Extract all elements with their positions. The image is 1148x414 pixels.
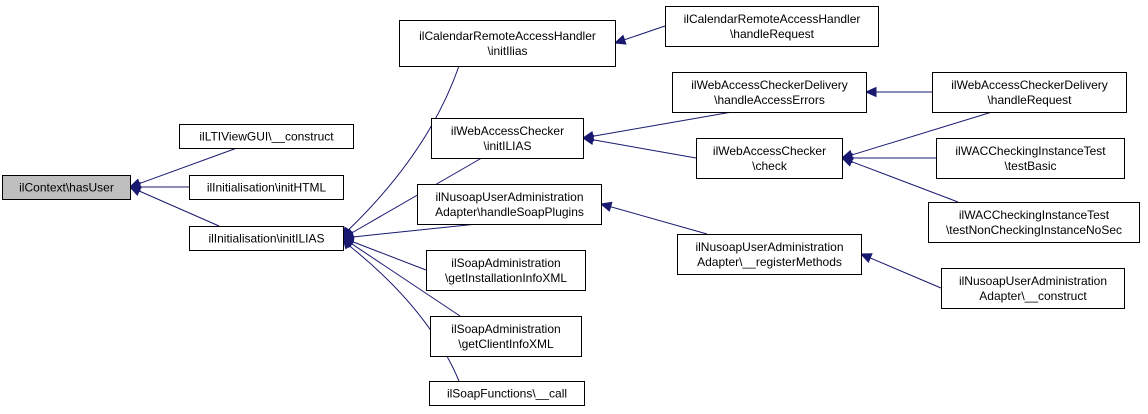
node-label-line: ilNusoapUserAdministration — [959, 274, 1107, 288]
node-testNonChecking[interactable]: ilWACCheckingInstanceTest\testNonCheckin… — [928, 202, 1140, 243]
edge-calInitIlias-to-initILIAS — [348, 65, 460, 231]
node-hasUser[interactable]: ilContext\hasUser — [2, 175, 131, 200]
node-label-line: ilNusoapUserAdministration — [435, 190, 583, 204]
edge-wacInitILIAS-to-initILIAS — [351, 157, 482, 234]
edge-initILIAS-to-hasUser — [138, 190, 220, 227]
edge-soapInstallInfo-to-initILIAS — [352, 241, 427, 271]
node-label-line: \testBasic — [1004, 159, 1056, 173]
node-label-line: ilInitialisation\initHTML — [207, 181, 327, 195]
arrowhead-wacdHandleAccessErrors — [864, 86, 877, 98]
edge-calHandleRequest-to-calInitIlias — [624, 25, 666, 41]
node-box — [928, 202, 1140, 243]
node-label-line: \initILIAS — [483, 139, 531, 153]
edge-soapCall-to-initILIAS — [348, 245, 460, 382]
node-box — [399, 20, 616, 67]
node-box — [189, 226, 344, 251]
node-ltiConstruct[interactable]: ilLTIViewGUI\__construct — [179, 124, 354, 149]
node-box — [672, 72, 867, 113]
node-label-line: ilSoapAdministration — [451, 322, 560, 336]
node-label-line: \check — [752, 159, 788, 173]
node-label-line: ilInitialisation\initILIAS — [208, 232, 324, 246]
node-box — [189, 175, 344, 200]
node-wacdHandleRequest[interactable]: ilWebAccessCheckerDelivery\handleRequest — [932, 72, 1127, 113]
node-soapInstallInfo[interactable]: ilSoapAdministration\getInstallationInfo… — [426, 250, 586, 291]
node-label-line: ilWebAccessChecker — [451, 124, 564, 138]
edge-soapClientInfo-to-initILIAS — [351, 243, 461, 317]
node-nusoapRegister[interactable]: ilNusoapUserAdministrationAdapter\__regi… — [677, 234, 862, 275]
node-box — [430, 316, 582, 357]
node-label-line: Adapter\__construct — [979, 289, 1087, 303]
node-wacdHandleAccessErrors[interactable]: ilWebAccessCheckerDelivery\handleAccessE… — [672, 72, 867, 113]
node-initILIAS[interactable]: ilInitialisation\initILIAS — [189, 226, 344, 251]
node-label-line: ilWebAccessChecker — [713, 144, 826, 158]
node-label-line: ilWebAccessCheckerDelivery — [951, 78, 1108, 92]
node-label-line: Adapter\handleSoapPlugins — [435, 205, 584, 219]
node-label-line: \getInstallationInfoXML — [445, 271, 567, 285]
node-layer: ilContext\hasUser ilLTIViewGUI\__construc… — [2, 6, 1140, 406]
node-nusoapHandlePlugins[interactable]: ilNusoapUserAdministrationAdapter\handle… — [417, 184, 602, 225]
node-label-line: ilSoapFunctions\__call — [447, 387, 567, 401]
node-label-line: ilLTIViewGUI\__construct — [199, 130, 334, 144]
edge-testNonChecking-to-wacCheck — [851, 161, 959, 203]
node-label-line: Adapter\__registerMethods — [697, 255, 842, 269]
node-label-line: ilSoapAdministration — [451, 256, 560, 270]
arrowhead-wacCheck — [840, 156, 854, 167]
node-box — [426, 250, 586, 291]
node-wacCheck[interactable]: ilWebAccessChecker\check — [696, 138, 843, 179]
node-box — [2, 175, 131, 200]
node-box — [696, 138, 843, 179]
node-label-line: ilWACCheckingInstanceTest — [955, 144, 1106, 158]
node-testBasic[interactable]: ilWACCheckingInstanceTest\testBasic — [936, 138, 1125, 179]
node-label-line: \testNonCheckingInstanceNoSec — [946, 223, 1122, 237]
node-box — [665, 6, 879, 47]
edge-wacCheck-to-wacInitILIAS — [592, 139, 697, 159]
edge-nusoapRegister-to-nusoapHandlePlugins — [610, 206, 708, 235]
arrowhead-nusoapHandlePlugins — [599, 201, 613, 212]
node-box — [932, 72, 1127, 113]
node-label-line: \handleRequest — [987, 93, 1072, 107]
edge-wacdHandleAccessErrors-to-wacInitILIAS — [592, 111, 733, 137]
node-label-line: \handleRequest — [730, 27, 815, 41]
node-calInitIlias[interactable]: ilCalendarRemoteAccessHandler\initIlias — [399, 20, 616, 67]
node-label-line: ilWACCheckingInstanceTest — [959, 208, 1110, 222]
node-wacInitILIAS[interactable]: ilWebAccessChecker\initILIAS — [431, 118, 584, 159]
node-label-line: \initIlias — [487, 44, 527, 58]
edge-nusoapHandlePlugins-to-initILIAS — [352, 223, 478, 238]
node-box — [936, 138, 1125, 179]
edge-nusoapConstruct-to-nusoapRegister — [870, 257, 942, 289]
node-box — [677, 234, 862, 275]
arrowhead-initILIAS — [342, 237, 354, 250]
node-label-line: \handleAccessErrors — [714, 93, 825, 107]
node-initHTML[interactable]: ilInitialisation\initHTML — [189, 175, 344, 200]
arrowhead-nusoapRegister — [859, 253, 873, 263]
node-box — [431, 118, 584, 159]
arrowhead-calInitIlias — [613, 34, 627, 45]
node-label-line: ilNusoapUserAdministration — [695, 240, 843, 254]
node-soapClientInfo[interactable]: ilSoapAdministration\getClientInfoXML — [430, 316, 582, 357]
node-box — [941, 268, 1125, 309]
node-label-line: ilCalendarRemoteAccessHandler — [419, 29, 596, 43]
node-box — [417, 184, 602, 225]
node-nusoapConstruct[interactable]: ilNusoapUserAdministrationAdapter\__cons… — [941, 268, 1125, 309]
node-label-line: ilCalendarRemoteAccessHandler — [684, 12, 861, 26]
node-label-line: ilContext\hasUser — [19, 181, 114, 195]
edge-wacdHandleRequest-to-wacCheck — [851, 111, 993, 156]
node-label-line: ilWebAccessCheckerDelivery — [691, 78, 848, 92]
node-calHandleRequest[interactable]: ilCalendarRemoteAccessHandler\handleRequ… — [665, 6, 879, 47]
node-box — [179, 124, 354, 149]
arrowhead-wacInitILIAS — [581, 134, 595, 146]
node-box — [429, 381, 585, 406]
edge-ltiConstruct-to-hasUser — [139, 147, 238, 185]
node-soapCall[interactable]: ilSoapFunctions\__call — [429, 381, 585, 406]
arrowhead-hasUser — [128, 186, 142, 197]
node-label-line: \getClientInfoXML — [458, 337, 554, 351]
